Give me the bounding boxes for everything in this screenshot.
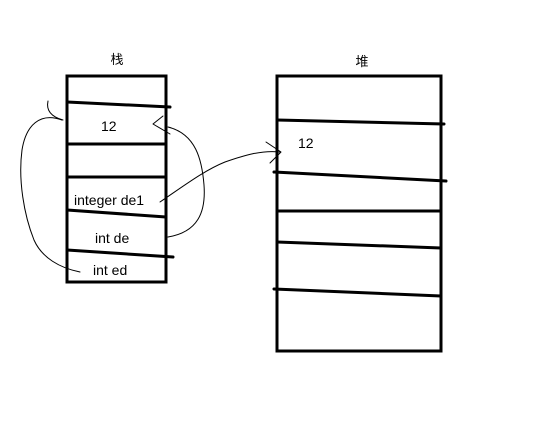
arrowhead (47, 100, 64, 121)
stack-cell-variable: int ed (93, 262, 127, 278)
heap-divider (272, 287, 443, 298)
arrowhead (265, 141, 282, 164)
heap-dividers (272, 118, 448, 298)
stack: 栈 12 integer de1 int de int ed (65, 52, 175, 284)
heap-divider (275, 240, 443, 250)
stack-cell-variable: int de (95, 230, 129, 246)
heap-divider (272, 170, 448, 183)
arrowhead (152, 115, 171, 135)
copy-arrow (20, 117, 81, 273)
heap-title: 堆 (355, 54, 368, 69)
heap-cell-value: 12 (298, 135, 314, 151)
stack-box (65, 74, 168, 284)
stack-divider (65, 100, 172, 109)
stack-divider (65, 248, 175, 259)
stack-divider (65, 208, 168, 219)
reference-arrow (159, 151, 281, 203)
heap-divider (275, 118, 446, 126)
stack-cell-value: 12 (101, 118, 117, 134)
stack-title: 栈 (110, 52, 123, 67)
heap-box (275, 74, 443, 353)
heap: 堆 12 (272, 54, 448, 353)
stack-dividers (65, 100, 175, 259)
copy-arrow (167, 126, 205, 238)
arrows (20, 100, 282, 273)
stack-cell-reference: integer de1 (74, 192, 144, 208)
